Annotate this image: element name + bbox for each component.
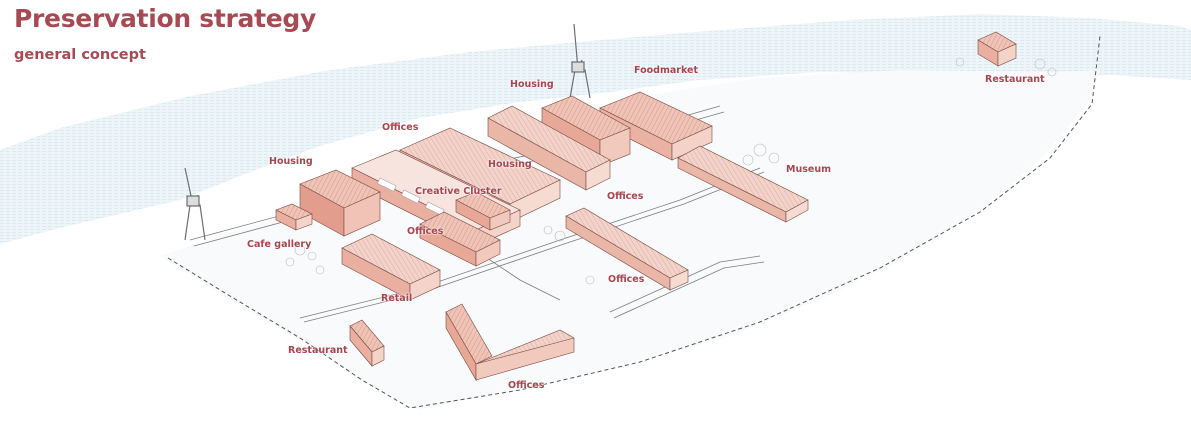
label-museum: Museum xyxy=(786,164,831,175)
label-retail: Retail xyxy=(381,293,413,304)
label-housing-west: Housing xyxy=(269,156,313,167)
building-hall-north xyxy=(487,105,611,191)
label-cafe-gallery: Cafe gallery xyxy=(247,239,312,250)
label-offices-center: Offices xyxy=(407,226,444,237)
building-retail xyxy=(341,233,441,301)
label-offices-south: Offices xyxy=(608,274,645,285)
building-offices-center xyxy=(419,211,501,267)
building-restaurant-east xyxy=(977,31,1017,67)
label-restaurant-west: Restaurant xyxy=(288,345,348,356)
page-subtitle: general concept xyxy=(14,47,146,63)
building-center-small xyxy=(455,191,511,231)
building-foodmarket xyxy=(599,91,713,161)
trees xyxy=(285,57,1057,285)
label-offices-east: Offices xyxy=(607,191,644,202)
label-restaurant-east: Restaurant xyxy=(985,74,1045,85)
building-cafe-gallery xyxy=(275,203,313,231)
buildings xyxy=(275,31,1017,382)
building-housing-west xyxy=(299,169,381,237)
site-boundary xyxy=(167,35,1101,409)
building-museum xyxy=(677,145,809,223)
label-foodmarket: Foodmarket xyxy=(634,65,698,76)
label-offices-bottom: Offices xyxy=(508,380,545,391)
label-creative-cluster: Creative Cluster xyxy=(415,186,502,197)
label-housing-center: Housing xyxy=(488,159,532,170)
crane-left xyxy=(184,167,206,241)
label-housing-north: Housing xyxy=(510,79,554,90)
crane-right xyxy=(569,23,591,99)
page-title: Preservation strategy xyxy=(14,4,316,33)
building-restaurant-west xyxy=(349,319,385,367)
building-offices-east xyxy=(565,207,689,291)
label-offices-north: Offices xyxy=(382,122,419,133)
building-offices-bottom xyxy=(445,303,575,382)
